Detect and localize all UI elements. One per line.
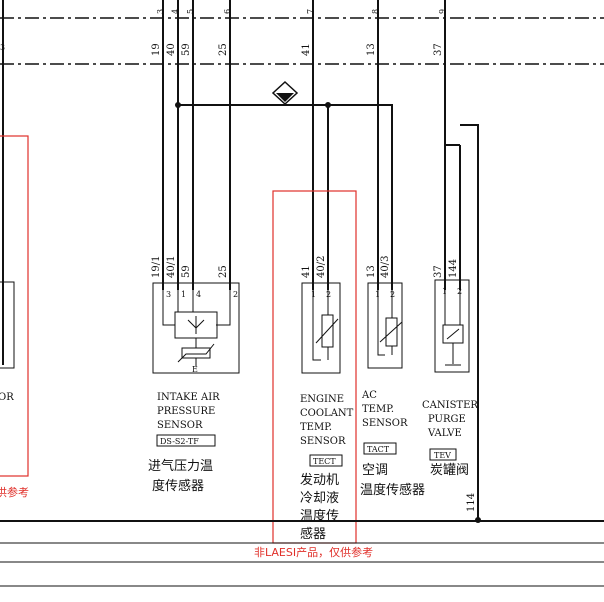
code-box: [156, 434, 216, 447]
ground-wire: [460, 124, 479, 520]
wire-label: 40: [166, 43, 177, 56]
wire-label: 37: [433, 43, 444, 56]
solenoid-symbol: [446, 328, 460, 340]
top-pin-label: 9: [438, 9, 447, 14]
pin-label: 2: [326, 290, 331, 299]
wire-label: 19: [151, 43, 162, 56]
ground-mark: E: [192, 365, 198, 374]
pin-label: 2: [233, 290, 238, 299]
left-fragment-note: 供参考: [0, 485, 29, 499]
wire-label: 19/1: [151, 256, 162, 278]
component-name: COOLANT: [300, 408, 354, 419]
thermistor-element: [181, 347, 211, 359]
component-name: VALVE: [427, 428, 462, 439]
wire-label: 40/2: [316, 256, 327, 278]
pin-label: 1: [181, 290, 186, 299]
component-name-cn: 冷却液: [300, 491, 339, 506]
map-lead: [216, 290, 231, 326]
component-name-cn: 度传感器: [152, 478, 204, 494]
code-box: [429, 448, 457, 461]
left-component-box: [0, 281, 15, 369]
component-name: SENSOR: [300, 436, 346, 447]
map-lead: [162, 290, 175, 326]
map-sensor: 3 1 4 2 E INTAKE AIR PRESSURE SENSOR DS-…: [148, 282, 240, 494]
thermistor-arrow: [177, 343, 215, 363]
coolant-sensor-connector: [301, 282, 341, 374]
wire-label: 41: [301, 43, 312, 56]
component-name: PURGE: [428, 414, 466, 425]
top-pin-label: 5: [186, 9, 195, 14]
left-wire-label: 3: [0, 43, 5, 52]
ac-sensor-connector: [367, 282, 403, 369]
component-name: CANISTER: [422, 400, 478, 411]
top-pin-label: 8: [371, 9, 380, 14]
pin-label: 3: [166, 290, 171, 299]
component-name-cn: 感器: [300, 526, 326, 542]
wire-label: 59: [181, 43, 192, 56]
footer-note: 非LAESI产品，仅供参考: [254, 545, 373, 559]
wire-label: 25: [218, 43, 229, 56]
wire-label: 25: [218, 265, 229, 278]
pin-label: 1: [311, 290, 316, 299]
thermistor-arrow: [315, 318, 339, 344]
component-name: AC: [361, 390, 377, 401]
top-pin-label: 3: [156, 9, 165, 14]
left-fragment-label: OR: [0, 392, 14, 403]
top-pin-label: 7: [306, 9, 315, 14]
component-name-cn: 炭罐阀: [430, 463, 469, 478]
component-name-cn: 发动机: [300, 472, 339, 488]
canister-connector: [434, 279, 470, 373]
code-box: [309, 454, 343, 467]
component-code: TECT: [313, 457, 336, 466]
component-name: SENSOR: [157, 420, 203, 431]
component-name: SENSOR: [362, 418, 408, 429]
ac-lead: [377, 290, 385, 356]
wire-label: 59: [181, 265, 192, 278]
component-code: DS-S2-TF: [160, 437, 199, 446]
component-code: TEV: [434, 451, 451, 460]
component-name: INTAKE AIR: [157, 392, 220, 403]
thermistor-arrow: [379, 321, 403, 343]
wire-label: 40/3: [380, 256, 391, 278]
top-pin-labels: 3 4 5 6 7 8 9: [156, 9, 447, 14]
wire-label: 144: [448, 259, 459, 278]
top-pin-label: 4: [171, 9, 180, 14]
code-box: [363, 442, 397, 455]
component-name-cn: 空调: [362, 463, 388, 478]
canister-purge-valve: 1 2 CANISTER PURGE VALVE TEV 炭罐阀: [422, 279, 478, 478]
wire-label: 13: [366, 43, 377, 56]
wire-label: 37: [433, 265, 444, 278]
ac-temp-sensor: 1 2 AC TEMP. SENSOR TACT 空调 温度传感器: [360, 282, 425, 498]
junction-dot: [325, 102, 331, 108]
component-name: TEMP.: [300, 422, 332, 433]
component-name-cn: 温度传感器: [360, 482, 425, 498]
coolant-sensor: 1 2 ENGINE COOLANT TEMP. SENSOR TECT 发动机…: [272, 190, 357, 544]
component-name: PRESSURE: [157, 406, 215, 417]
reference-bus: [178, 104, 393, 130]
pressure-symbol: [187, 319, 205, 329]
top-wire-labels: 19 40 59 25 41 13 37: [151, 43, 444, 56]
component-name-cn: 进气压力温: [148, 458, 213, 474]
component-name: TEMP.: [362, 404, 394, 415]
wire-label: 40/1: [166, 256, 177, 278]
ground-wire-label: 114: [466, 493, 477, 512]
pin-label: 4: [196, 290, 201, 299]
wire-label: 13: [366, 265, 377, 278]
component-code: TACT: [367, 445, 390, 454]
top-pin-label: 6: [223, 9, 232, 14]
wire-label: 41: [301, 265, 312, 278]
bottom-wire-labels: 19/1 40/1 59 25 41 40/2 13 40/3 37 144: [151, 256, 459, 278]
coolant-lead: [312, 290, 321, 361]
left-reference-box: [0, 135, 29, 477]
map-sensor-connector: [152, 282, 240, 374]
component-name: ENGINE: [300, 394, 344, 405]
junction-dot: [175, 102, 181, 108]
reference-marker-fill: [276, 93, 294, 102]
pin-label: 2: [390, 290, 395, 299]
